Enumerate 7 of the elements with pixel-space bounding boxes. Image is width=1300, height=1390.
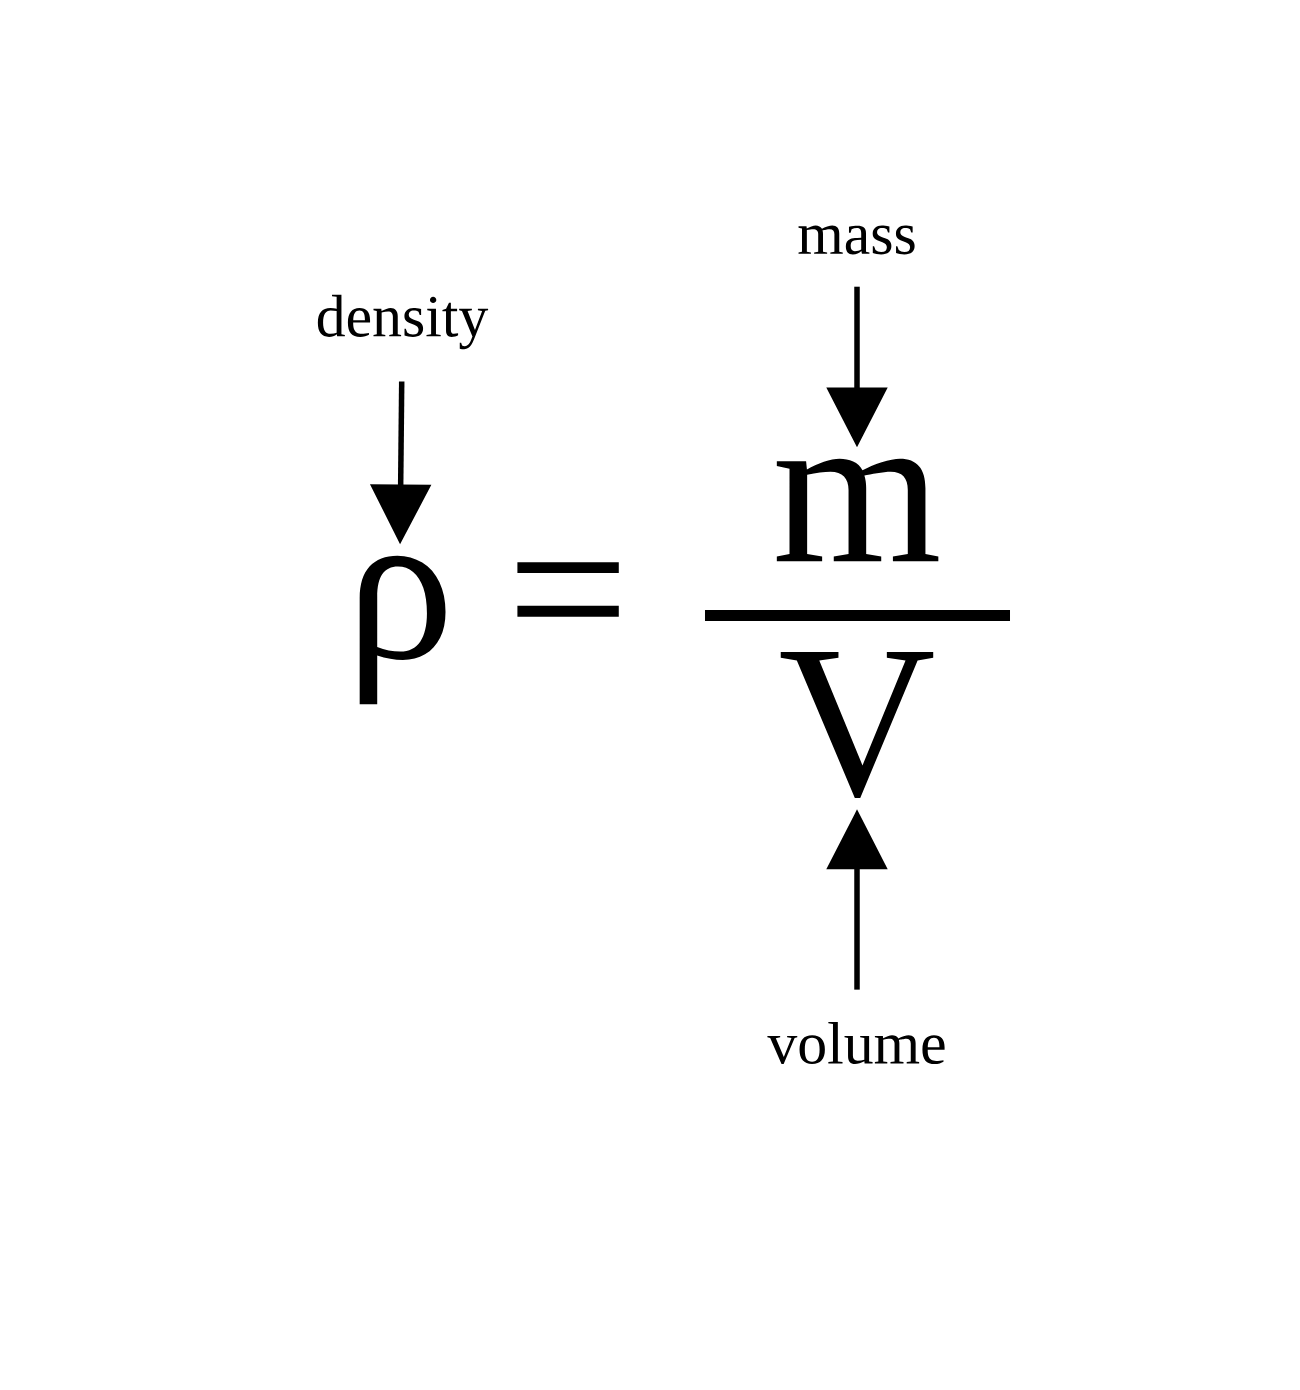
symbol: V bbox=[780, 652, 934, 798]
word-label: density bbox=[317, 294, 489, 350]
word-label: volume bbox=[767, 1022, 945, 1065]
symbol: ρ bbox=[359, 555, 446, 705]
equals-sign: = bbox=[517, 562, 619, 617]
word-label: mass bbox=[798, 225, 915, 255]
symbol: m bbox=[776, 458, 939, 562]
